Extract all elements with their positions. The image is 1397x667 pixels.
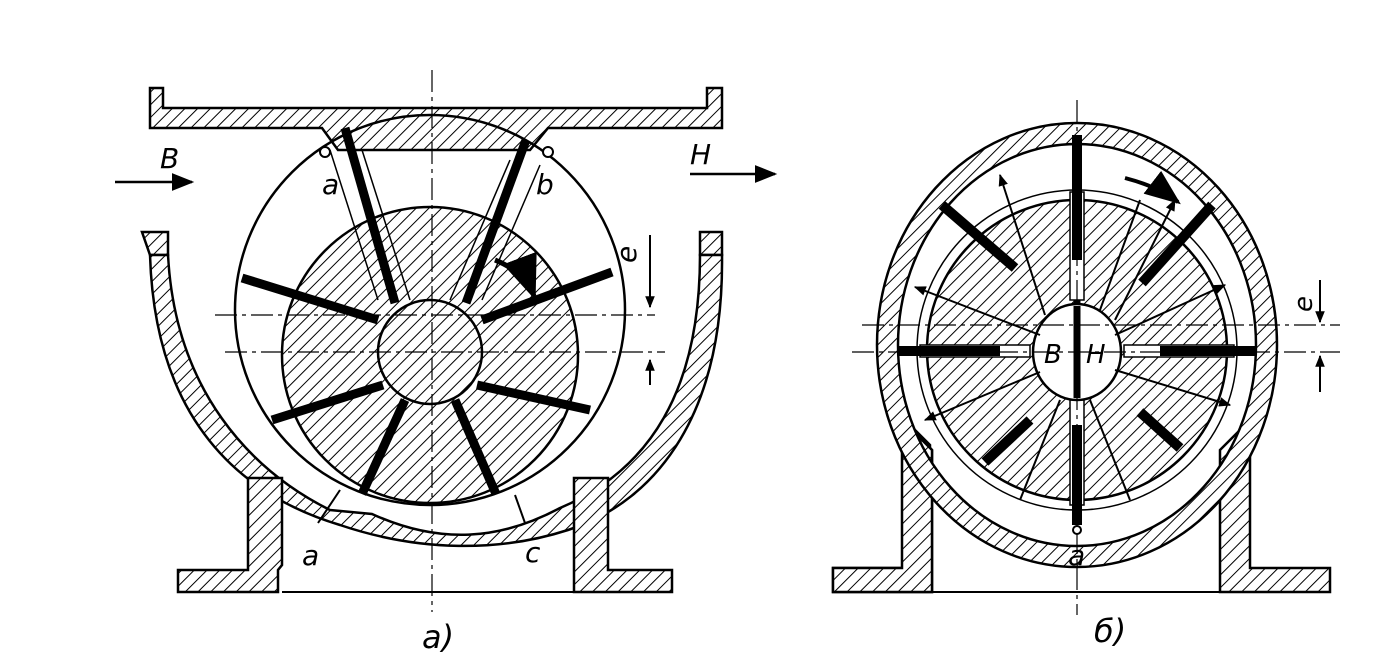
a-vane — [270, 380, 385, 425]
b-vane — [1136, 408, 1184, 452]
a-leader-c — [514, 494, 526, 524]
a-vane — [340, 126, 400, 305]
b-vane — [938, 201, 1019, 272]
b-port-in-label: В — [1044, 340, 1062, 370]
a-hub — [376, 298, 484, 406]
a-vane — [461, 138, 531, 305]
b-center-lines — [852, 100, 1340, 615]
a-point-a-bottom-label: а — [302, 539, 319, 572]
a-point-a-top-label: а — [322, 168, 339, 201]
b-port-out-label: Н — [1086, 340, 1106, 370]
a-vanes — [240, 126, 614, 496]
a-center-lines — [215, 70, 665, 612]
a-housing-top-flange — [148, 86, 724, 152]
a-vane-slots — [329, 149, 541, 301]
b-eccentricity-label: е — [1289, 296, 1319, 312]
b-casing-ring — [875, 121, 1279, 569]
a-vane — [450, 398, 501, 496]
a-vane — [480, 267, 614, 325]
b-point-a-marker — [1072, 525, 1082, 535]
a-vane — [476, 380, 591, 415]
a-point-a-top-marker — [319, 146, 331, 158]
b-rotation-arrow-icon — [1124, 170, 1181, 205]
figure-b-pump: В Н е а б) — [831, 100, 1340, 650]
b-caption: б) — [1094, 612, 1126, 650]
a-left-foot — [176, 476, 284, 594]
a-port-in-label: В — [160, 142, 179, 175]
b-vane — [981, 416, 1034, 466]
a-leader-a — [317, 489, 341, 524]
b-vane — [1138, 201, 1216, 287]
a-rotation-arrow-icon — [494, 251, 537, 301]
a-housing-right-lip — [698, 230, 724, 257]
a-caption: а) — [422, 618, 454, 656]
figure-a-pump: В Н а b е а с а) — [115, 70, 778, 656]
a-point-b-top-label: b — [536, 168, 554, 201]
a-housing-left-lip — [140, 230, 170, 257]
a-vane — [357, 398, 410, 496]
a-vane — [240, 273, 380, 325]
a-port-out-label: Н — [690, 138, 711, 171]
b-point-a-bottom-label: а — [1068, 539, 1085, 572]
a-housing-bowl — [148, 253, 724, 548]
a-eccentricity-label: е — [610, 246, 643, 263]
a-point-b-top-marker — [542, 146, 554, 158]
a-stator-ring — [233, 113, 627, 507]
a-point-c-bottom-label: с — [525, 536, 541, 569]
b-flow-arrows — [913, 173, 1232, 501]
